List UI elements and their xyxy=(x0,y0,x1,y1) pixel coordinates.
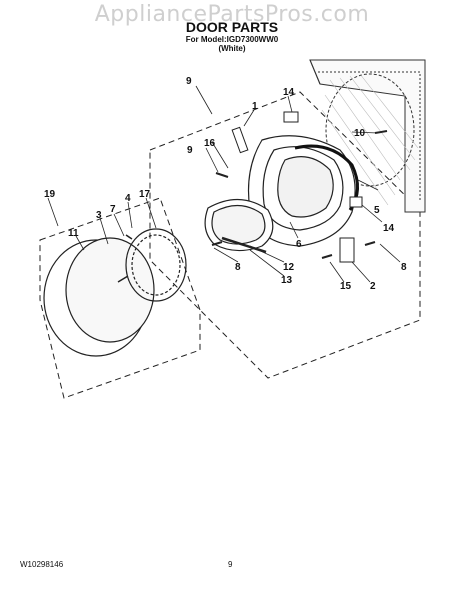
page-number: 9 xyxy=(228,560,233,569)
callout-label: 15 xyxy=(340,281,352,292)
callout-label: 12 xyxy=(283,262,295,273)
callout-label: 13 xyxy=(281,275,293,286)
callout-label: 9 xyxy=(187,145,193,156)
model-line: For Model:IGD7300WW0 xyxy=(185,35,279,44)
door-window-liner xyxy=(204,198,274,252)
door-latch xyxy=(339,237,355,263)
screw-9-upper xyxy=(215,172,229,178)
watermark: AppliancePartsPros.com xyxy=(94,2,370,27)
page-title: DOOR PARTS xyxy=(185,19,279,35)
callout-label: 7 xyxy=(110,204,116,215)
callout-label: 17 xyxy=(139,189,151,200)
callout-label: 8 xyxy=(235,262,241,273)
callout-label: 4 xyxy=(125,193,131,204)
outer-door xyxy=(43,228,187,357)
callout-label: 6 xyxy=(296,239,302,250)
leader-lines xyxy=(47,85,401,283)
callout-label: 19 xyxy=(44,189,56,200)
callout-label: 9 xyxy=(186,76,192,87)
callout-label: 1 xyxy=(252,101,258,112)
door-strike xyxy=(231,126,249,154)
screw-9-lower xyxy=(211,241,223,246)
inner-door-panel xyxy=(247,135,356,247)
callout-label: 16 xyxy=(204,138,216,149)
callout-labels: 9 1 14 16 9 10 5 14 6 8 2 15 12 13 8 19 … xyxy=(44,76,407,292)
callout-label: 2 xyxy=(370,281,376,292)
callout-label: 14 xyxy=(283,87,295,98)
model-subtitle: For Model:IGD7300WW0 (White) xyxy=(0,35,464,53)
screw-17 xyxy=(321,254,333,259)
inner-door-assembly-outline xyxy=(149,91,421,379)
cabinet-front-panel xyxy=(309,59,426,213)
outer-door-assembly-outline xyxy=(39,197,201,399)
assembly-outlines xyxy=(39,91,421,399)
callout-label: 5 xyxy=(374,205,380,216)
hinge-top xyxy=(283,111,299,123)
color-line: (White) xyxy=(218,44,246,53)
callout-label: 3 xyxy=(96,210,102,221)
document-number: W10298146 xyxy=(20,560,64,569)
hinge-bottom xyxy=(349,196,363,208)
hinge-parts xyxy=(211,111,388,263)
screw-8 xyxy=(364,241,376,246)
callout-label: 8 xyxy=(401,262,407,273)
callout-label: 14 xyxy=(383,223,395,234)
callout-label: 11 xyxy=(68,228,79,239)
callout-label: 10 xyxy=(354,128,366,139)
